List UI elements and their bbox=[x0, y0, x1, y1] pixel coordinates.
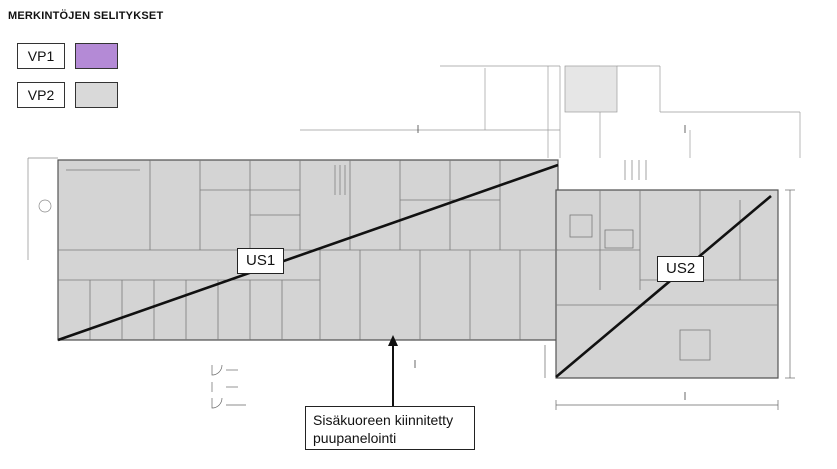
stair bbox=[334, 160, 647, 195]
legend-label-vp2: VP2 bbox=[17, 82, 65, 108]
upper-annex-lines bbox=[300, 65, 801, 158]
interior-walls-right bbox=[556, 190, 778, 361]
note-line-2: puupanelointi bbox=[313, 430, 397, 446]
us1-diagonal bbox=[57, 163, 559, 342]
window-marks bbox=[70, 159, 775, 379]
note-line-1: Sisäkuoreen kiinnitetty bbox=[313, 412, 454, 428]
left-annex bbox=[27, 157, 58, 260]
zone-diagonals bbox=[57, 163, 772, 378]
interior-walls-left bbox=[58, 160, 558, 340]
legend-title: MERKINTÖJEN SELITYKSET bbox=[8, 10, 164, 22]
legend-swatch-vp1 bbox=[75, 43, 118, 69]
door-symbols bbox=[211, 364, 246, 409]
us2-diagonal bbox=[555, 195, 772, 378]
dimension-lines bbox=[544, 189, 795, 410]
wood-panel-note: Sisäkuoreen kiinnitetty puupanelointi bbox=[305, 406, 475, 450]
legend-label-vp1: VP1 bbox=[17, 43, 65, 69]
section-markers bbox=[414, 125, 686, 400]
zone-label-us2: US2 bbox=[657, 256, 705, 282]
note-arrow bbox=[388, 335, 398, 406]
zone-label-us1: US1 bbox=[237, 248, 285, 274]
legend-swatch-vp2 bbox=[75, 82, 118, 108]
